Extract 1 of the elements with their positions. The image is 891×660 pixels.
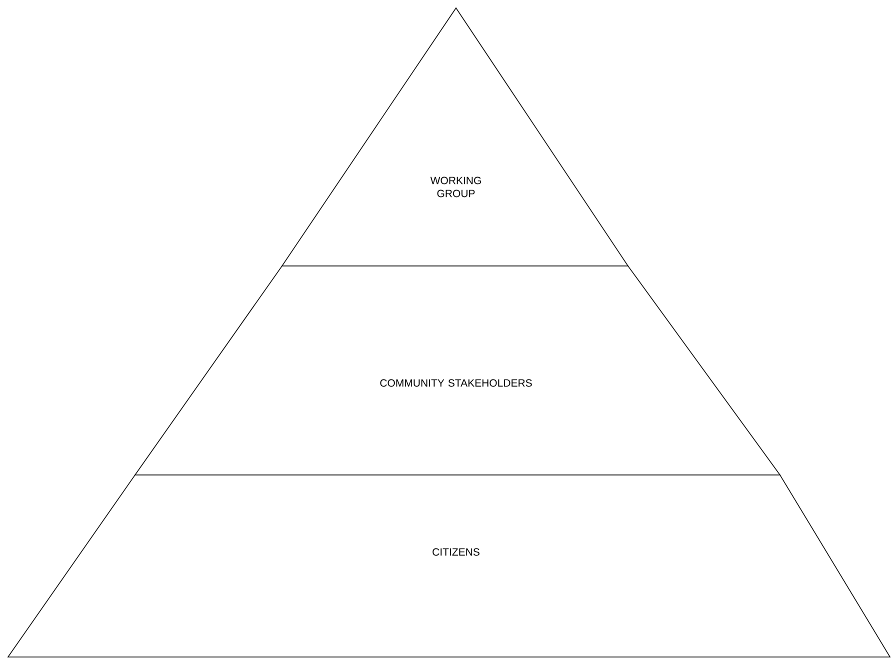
node-label: CITIZENS [432,548,480,556]
